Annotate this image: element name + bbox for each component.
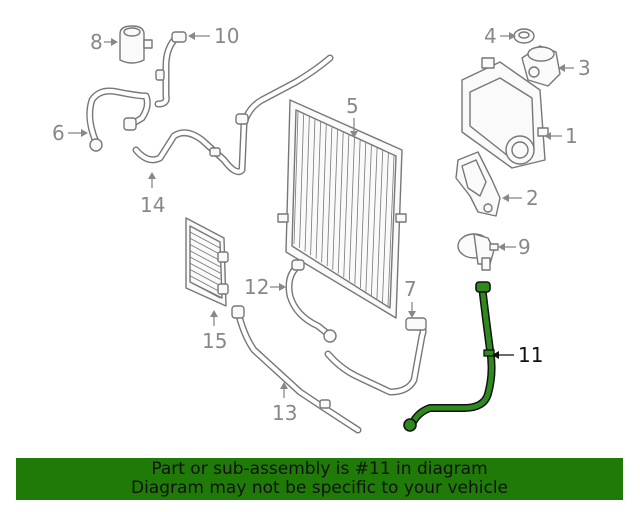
condenser-fin [337,132,344,274]
condenser-fin [376,150,384,300]
callout-number-7: 7 [404,277,417,301]
callout-11: 11 [492,343,543,367]
condenser-fin [332,129,338,270]
condenser-fin [304,116,310,252]
callout-number-1: 1 [565,124,578,148]
callout-12: 12 [244,275,286,299]
callout-number-9: 9 [518,235,531,259]
cooler-fin [189,275,221,293]
part-2-bracket[interactable] [455,151,501,217]
condenser-fin [326,127,333,267]
callout-7: 7 [404,277,417,318]
part-6-hose[interactable] [86,87,151,152]
part-13-pipe[interactable] [231,305,362,434]
condenser-fin [387,155,395,307]
banner-line-2: Diagram may not be specific to your vehi… [130,478,508,498]
callout-number-6: 6 [52,121,65,145]
cooler-fin [189,237,221,255]
info-banner: Part or sub-assembly is #11 in diagram D… [16,458,623,500]
condenser-fin [348,137,355,281]
callout-10: 10 [188,24,239,48]
part-7-pipe[interactable] [324,317,427,396]
callout-3: 3 [558,56,591,80]
condenser-fin [371,147,378,296]
part-15-auxiliary-cooler[interactable] [185,217,229,307]
callout-15: 15 [202,310,227,353]
callout-number-15: 15 [202,329,227,353]
part-4-cap[interactable] [513,28,535,44]
cooler-fin [189,250,221,268]
condenser-fin [315,121,321,259]
banner-line-1: Part or sub-assembly is #11 in diagram [151,459,488,479]
callout-number-12: 12 [244,275,269,299]
callout-number-8: 8 [90,30,103,54]
callout-5: 5 [346,94,359,138]
cooler-fin [189,244,221,261]
callout-2: 2 [502,186,539,210]
part-3-cap-assembly[interactable] [521,45,561,87]
callout-1: 1 [544,124,578,148]
part-8-reservoir[interactable] [119,25,153,64]
condenser-fin [354,140,361,285]
callout-4: 4 [484,24,516,48]
callout-8: 8 [90,30,118,54]
part-1-housing[interactable] [461,57,549,169]
callout-6: 6 [52,121,88,145]
part-12-hose[interactable] [285,259,337,343]
callout-number-5: 5 [346,94,359,118]
cooler-fin [189,269,221,286]
part-5-condenser[interactable] [277,99,407,319]
condenser-fin [321,124,327,263]
cooler-fin [189,256,221,274]
condenser-fin [299,114,305,249]
callout-9: 9 [498,235,531,259]
callout-number-10: 10 [214,24,239,48]
condenser-fin [343,134,350,278]
condenser-fin [359,142,367,289]
part-11-hose-highlighted[interactable] [403,281,496,432]
callout-14: 14 [140,172,165,217]
cooler-fin [189,262,221,280]
callout-number-14: 14 [140,193,165,217]
condenser-fin [365,145,372,292]
cooler-fin [189,231,221,249]
callout-number-4: 4 [484,24,497,48]
part-9-pump[interactable] [457,233,499,271]
callout-number-3: 3 [578,56,591,80]
condenser-fin [293,111,299,245]
cooler-fin [189,281,221,299]
part-10-hose[interactable] [154,31,187,108]
condenser-fin [310,119,316,256]
callout-13: 13 [272,382,297,425]
callout-number-2: 2 [526,186,539,210]
callout-number-13: 13 [272,401,297,425]
parts-diagram: 1 2 3 4 5 6 7 8 9 10 [52,24,591,434]
condenser-fin [382,153,389,303]
part-14-hose[interactable] [132,54,334,176]
callout-number-11: 11 [518,343,543,367]
